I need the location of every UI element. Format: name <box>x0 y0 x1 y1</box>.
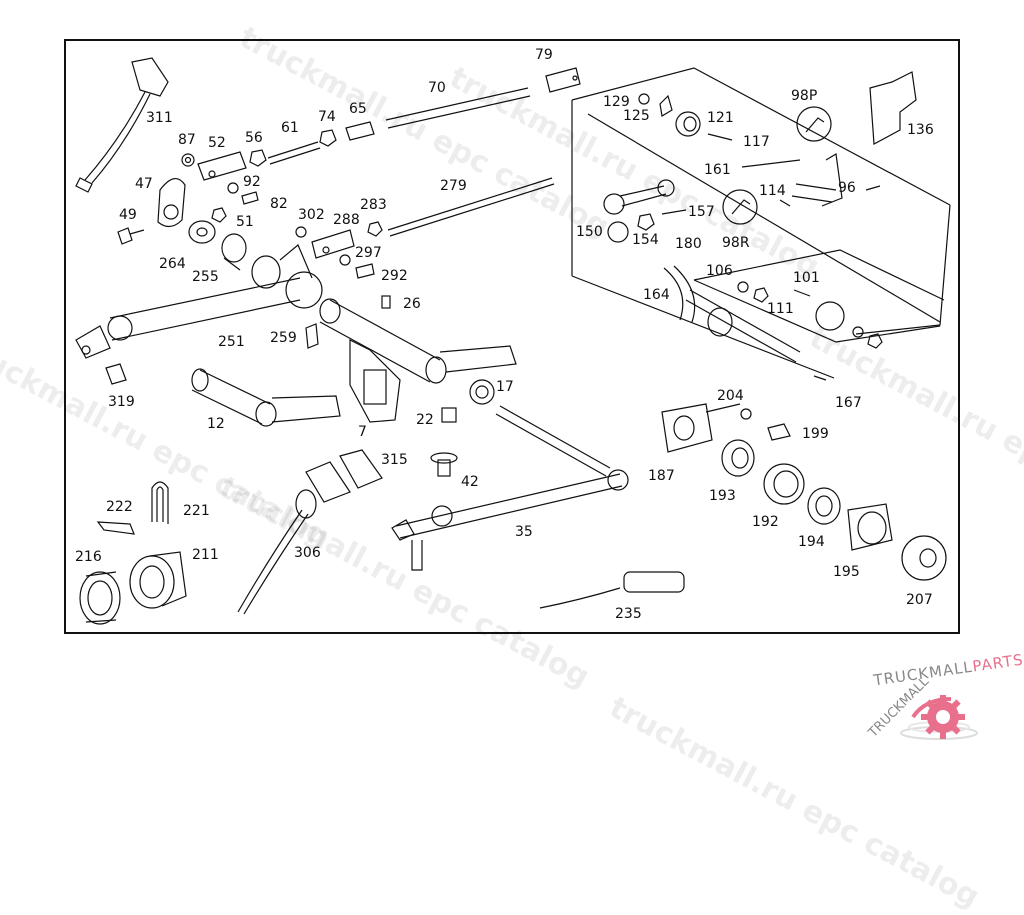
part-label-125[interactable]: 125 <box>623 108 650 124</box>
part-label-235[interactable]: 235 <box>615 606 642 622</box>
part-label-22[interactable]: 22 <box>416 412 434 428</box>
part-label-96[interactable]: 96 <box>838 180 856 196</box>
part-label-47[interactable]: 47 <box>135 176 153 192</box>
part-label-306[interactable]: 306 <box>294 545 321 561</box>
part-label-279[interactable]: 279 <box>440 178 467 194</box>
part-label-195[interactable]: 195 <box>833 564 860 580</box>
part-label-74[interactable]: 74 <box>318 109 336 125</box>
gear-icon: TRUCKMALL <box>865 674 978 741</box>
part-label-79[interactable]: 79 <box>535 47 553 63</box>
part-label-101[interactable]: 101 <box>793 270 820 286</box>
part-311-pedal <box>75 57 169 193</box>
part-label-222[interactable]: 222 <box>106 499 133 515</box>
part-label-194[interactable]: 194 <box>798 534 825 550</box>
part-label-187[interactable]: 187 <box>648 468 675 484</box>
part-label-7[interactable]: 7 <box>358 424 367 440</box>
part-label-255[interactable]: 255 <box>192 269 219 285</box>
part-label-51[interactable]: 51 <box>236 214 254 230</box>
diagram-frame <box>64 39 960 634</box>
part-label-216[interactable]: 216 <box>75 549 102 565</box>
part-label-193[interactable]: 193 <box>709 488 736 504</box>
part-label-82[interactable]: 82 <box>270 196 288 212</box>
part-label-98P[interactable]: 98P <box>791 88 818 104</box>
part-label-49[interactable]: 49 <box>119 207 137 223</box>
part-label-121[interactable]: 121 <box>707 110 734 126</box>
part-label-106[interactable]: 106 <box>706 263 733 279</box>
part-label-42[interactable]: 42 <box>461 474 479 490</box>
part-label-167[interactable]: 167 <box>835 395 862 411</box>
part-label-211[interactable]: 211 <box>192 547 219 563</box>
part-label-259[interactable]: 259 <box>270 330 297 346</box>
part-label-199[interactable]: 199 <box>802 426 829 442</box>
part-label-315[interactable]: 315 <box>381 452 408 468</box>
part-label-207[interactable]: 207 <box>906 592 933 608</box>
part-label-56[interactable]: 56 <box>245 130 263 146</box>
parts-diagram <box>75 57 951 625</box>
part-label-70[interactable]: 70 <box>428 80 446 96</box>
part-label-129[interactable]: 129 <box>603 94 630 110</box>
part-label-180[interactable]: 180 <box>675 236 702 252</box>
part-label-288[interactable]: 288 <box>333 212 360 228</box>
part-label-35[interactable]: 35 <box>515 524 533 540</box>
part-label-157[interactable]: 157 <box>688 204 715 220</box>
part-label-311[interactable]: 311 <box>146 110 173 126</box>
part-label-98R[interactable]: 98R <box>722 235 750 251</box>
part-label-114[interactable]: 114 <box>759 183 786 199</box>
part-label-283[interactable]: 283 <box>360 197 387 213</box>
part-label-161[interactable]: 161 <box>704 162 731 178</box>
part-label-92[interactable]: 92 <box>243 174 261 190</box>
truckmallparts-logo[interactable]: TRUCKMALL TRUCKMALLPARTS <box>855 651 1024 750</box>
part-label-150[interactable]: 150 <box>576 224 603 240</box>
part-label-26[interactable]: 26 <box>403 296 421 312</box>
part-label-117[interactable]: 117 <box>743 134 770 150</box>
part-label-164[interactable]: 164 <box>643 287 670 303</box>
part-label-319[interactable]: 319 <box>108 394 135 410</box>
part-label-12[interactable]: 12 <box>207 416 225 432</box>
part-label-61[interactable]: 61 <box>281 120 299 136</box>
part-label-292[interactable]: 292 <box>381 268 408 284</box>
part-label-87[interactable]: 87 <box>178 132 196 148</box>
part-label-154[interactable]: 154 <box>632 232 659 248</box>
part-label-17[interactable]: 17 <box>496 379 514 395</box>
part-label-192[interactable]: 192 <box>752 514 779 530</box>
part-label-221[interactable]: 221 <box>183 503 210 519</box>
part-label-264[interactable]: 264 <box>159 256 186 272</box>
part-label-52[interactable]: 52 <box>208 135 226 151</box>
part-label-297[interactable]: 297 <box>355 245 382 261</box>
part-label-302[interactable]: 302 <box>298 207 325 223</box>
part-label-204[interactable]: 204 <box>717 388 744 404</box>
part-label-65[interactable]: 65 <box>349 101 367 117</box>
part-label-111[interactable]: 111 <box>767 301 794 317</box>
part-label-251[interactable]: 251 <box>218 334 245 350</box>
part-label-136[interactable]: 136 <box>907 122 934 138</box>
